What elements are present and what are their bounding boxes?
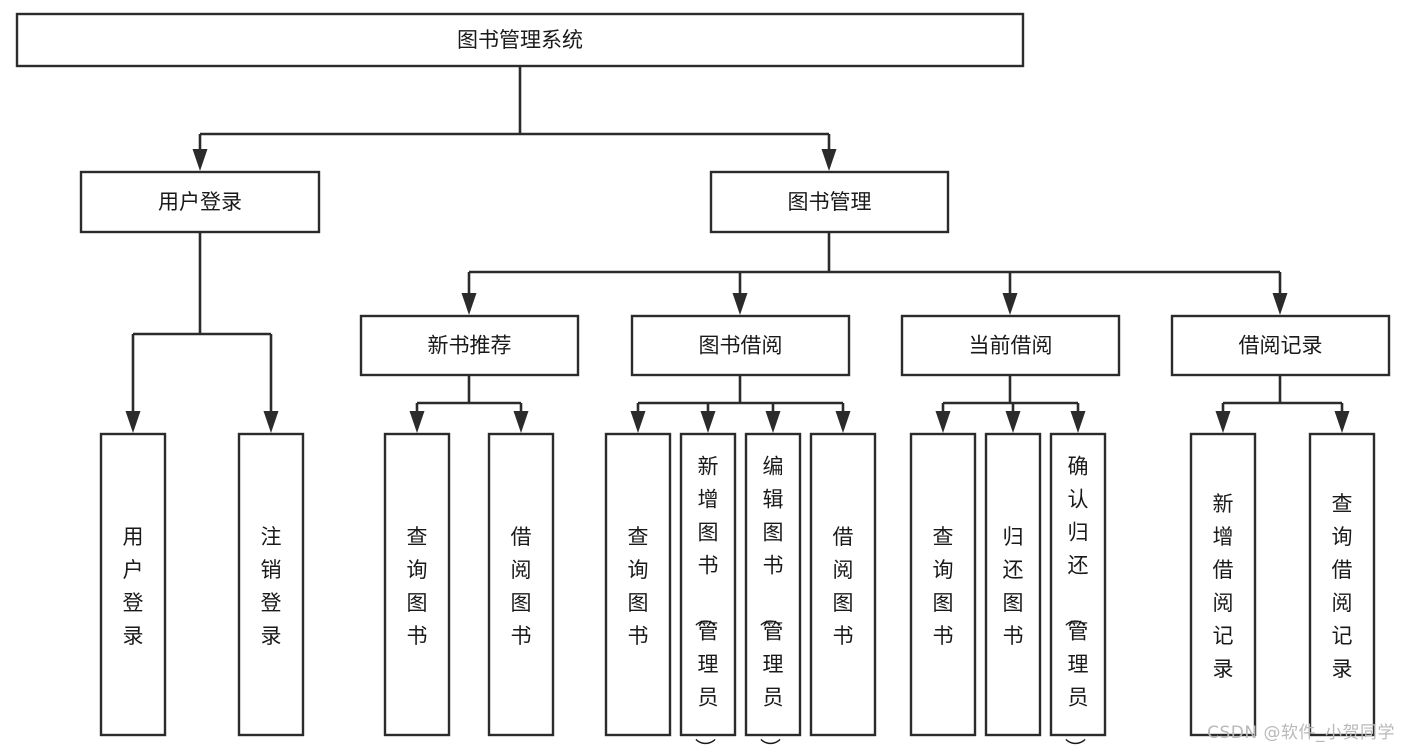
node-label-leaf-user-login: 用户登录: [123, 525, 144, 648]
connector-group-borrow-to-leaves: [630, 375, 851, 433]
node-label-book-manage: 图书管理: [788, 190, 872, 214]
node-box-leaf-query-book-current[interactable]: [909, 432, 977, 737]
arrow-head-icon: [461, 293, 477, 315]
node-leaf-user-login[interactable]: 用户登录: [99, 432, 167, 737]
node-book-borrow[interactable]: 图书借阅: [630, 314, 851, 377]
arrow-head-icon: [732, 293, 748, 315]
connector-group-record-to-leaves: [1215, 375, 1350, 433]
arrow-head-icon: [1334, 411, 1350, 433]
connector-group-recommend-to-leaves: [409, 375, 529, 433]
node-leaf-logout[interactable]: 注销登录: [237, 432, 305, 737]
node-label-leaf-edit-book: 编辑图书（管理员）: [758, 455, 784, 747]
arrow-head-icon: [125, 411, 141, 433]
node-leaf-query-record[interactable]: 查询借阅记录: [1308, 432, 1376, 737]
arrow-head-icon: [835, 411, 851, 433]
node-box-book-borrow[interactable]: [630, 314, 851, 377]
arrow-head-icon: [192, 149, 208, 171]
node-box-leaf-return-book[interactable]: [984, 432, 1042, 737]
node-leaf-edit-book[interactable]: 编辑图书（管理员）: [744, 432, 802, 747]
node-label-current-borrow: 当前借阅: [969, 334, 1053, 358]
arrow-head-icon: [1272, 293, 1288, 315]
node-leaf-borrow-book[interactable]: 借阅图书: [809, 432, 877, 737]
node-label-leaf-borrow-book: 借阅图书: [833, 525, 854, 648]
arrow-head-icon: [1005, 411, 1021, 433]
connector-group-current-to-leaves: [935, 375, 1086, 433]
arrow-head-icon: [513, 411, 529, 433]
node-box-leaf-query-book-recommend[interactable]: [383, 432, 451, 737]
node-new-book-recommend[interactable]: 新书推荐: [359, 314, 580, 377]
node-label-leaf-add-book: 新增图书（管理员）: [693, 455, 719, 747]
node-leaf-query-book-current[interactable]: 查询图书: [909, 432, 977, 737]
node-label-book-borrow: 图书借阅: [699, 334, 783, 358]
node-borrow-record[interactable]: 借阅记录: [1170, 314, 1391, 377]
node-current-borrow[interactable]: 当前借阅: [900, 314, 1121, 377]
node-box-book-manage[interactable]: [709, 170, 950, 234]
arrow-head-icon: [409, 411, 425, 433]
connector-group-user-login-to-leaves: [125, 232, 279, 433]
node-leaf-confirm-return[interactable]: 确认归还（管理员）: [1049, 432, 1107, 747]
node-leaf-query-book-recommend[interactable]: 查询图书: [383, 432, 451, 737]
node-label-root: 图书管理系统: [457, 28, 583, 52]
node-label-leaf-confirm-return: 确认归还（管理员）: [1063, 455, 1089, 747]
node-label-leaf-query-book-recommend: 查询图书: [407, 525, 428, 648]
arrow-head-icon: [821, 149, 837, 171]
node-leaf-return-book[interactable]: 归还图书: [984, 432, 1042, 737]
node-label-leaf-query-book-borrow: 查询图书: [628, 525, 649, 648]
node-label-new-book-recommend: 新书推荐: [428, 334, 512, 358]
node-box-leaf-query-book-borrow[interactable]: [604, 432, 672, 737]
node-box-leaf-user-login[interactable]: [99, 432, 167, 737]
node-leaf-borrow-book-recommend[interactable]: 借阅图书: [487, 432, 555, 737]
node-label-leaf-borrow-book-recommend: 借阅图书: [511, 525, 532, 648]
node-leaf-add-record[interactable]: 新增借阅记录: [1189, 432, 1257, 737]
node-leaf-add-book[interactable]: 新增图书（管理员）: [679, 432, 737, 747]
node-box-root[interactable]: [15, 12, 1025, 68]
node-layer: 图书管理系统用户登录图书管理新书推荐图书借阅当前借阅借阅记录用户登录注销登录查询…: [15, 12, 1391, 747]
arrow-head-icon: [700, 411, 716, 433]
arrow-head-icon: [1002, 293, 1018, 315]
node-box-leaf-borrow-book-recommend[interactable]: [487, 432, 555, 737]
node-label-leaf-return-book: 归还图书: [1003, 525, 1024, 648]
node-box-leaf-add-book[interactable]: [679, 432, 737, 737]
arrow-head-icon: [630, 411, 646, 433]
arrow-head-icon: [935, 411, 951, 433]
node-box-leaf-confirm-return[interactable]: [1049, 432, 1107, 737]
node-label-user-login: 用户登录: [158, 190, 242, 214]
node-box-leaf-logout[interactable]: [237, 432, 305, 737]
node-book-manage[interactable]: 图书管理: [709, 170, 950, 234]
connector-layer: [125, 66, 1350, 433]
node-leaf-query-book-borrow[interactable]: 查询图书: [604, 432, 672, 737]
node-label-leaf-query-record: 查询借阅记录: [1332, 492, 1353, 681]
arrow-head-icon: [263, 411, 279, 433]
arrow-head-icon: [765, 411, 781, 433]
connector-group-root-to-level2: [192, 66, 837, 171]
node-label-leaf-add-record: 新增借阅记录: [1213, 492, 1234, 681]
node-box-leaf-query-record[interactable]: [1308, 432, 1376, 737]
node-box-new-book-recommend[interactable]: [359, 314, 580, 377]
node-box-leaf-add-record[interactable]: [1189, 432, 1257, 737]
connector-group-book-manage-to-level3: [461, 232, 1288, 315]
node-box-borrow-record[interactable]: [1170, 314, 1391, 377]
node-box-leaf-edit-book[interactable]: [744, 432, 802, 737]
node-label-leaf-query-book-current: 查询图书: [933, 525, 954, 648]
node-user-login[interactable]: 用户登录: [79, 170, 321, 234]
arrow-head-icon: [1070, 411, 1086, 433]
node-label-leaf-logout: 注销登录: [261, 525, 282, 648]
arrow-head-icon: [1215, 411, 1231, 433]
node-box-current-borrow[interactable]: [900, 314, 1121, 377]
node-box-user-login[interactable]: [79, 170, 321, 234]
node-label-borrow-record: 借阅记录: [1239, 334, 1323, 358]
node-box-leaf-borrow-book[interactable]: [809, 432, 877, 737]
node-root[interactable]: 图书管理系统: [15, 12, 1025, 68]
